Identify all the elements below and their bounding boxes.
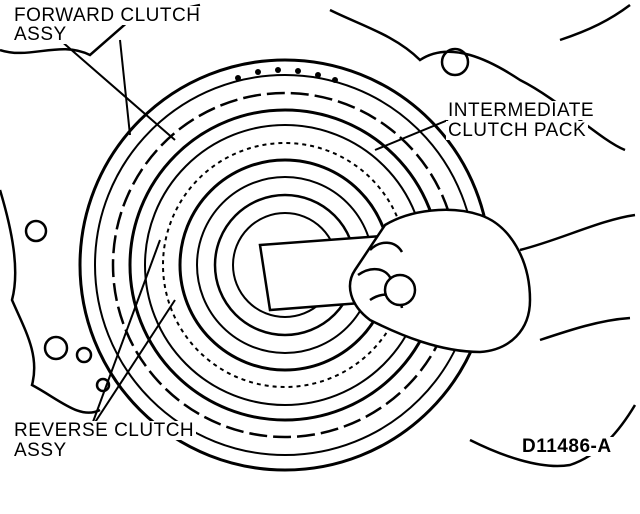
housing-outline xyxy=(0,3,637,468)
leader-lines xyxy=(59,39,449,431)
top-holes xyxy=(235,67,338,83)
intermediate-clutch-label-line2: CLUTCH PACK xyxy=(446,120,589,141)
forward-clutch-label-line1: FORWARD CLUTCH xyxy=(12,5,203,26)
hand-and-shaft xyxy=(258,208,532,354)
reverse-clutch-label-line1: REVERSE CLUTCH xyxy=(12,420,197,441)
forward-clutch-label-line2: ASSY xyxy=(12,24,69,45)
figure-id: D11486-A xyxy=(520,436,614,457)
intermediate-clutch-label-line1: INTERMEDIATE xyxy=(446,100,597,121)
reverse-clutch-label-line2: ASSY xyxy=(12,440,69,461)
